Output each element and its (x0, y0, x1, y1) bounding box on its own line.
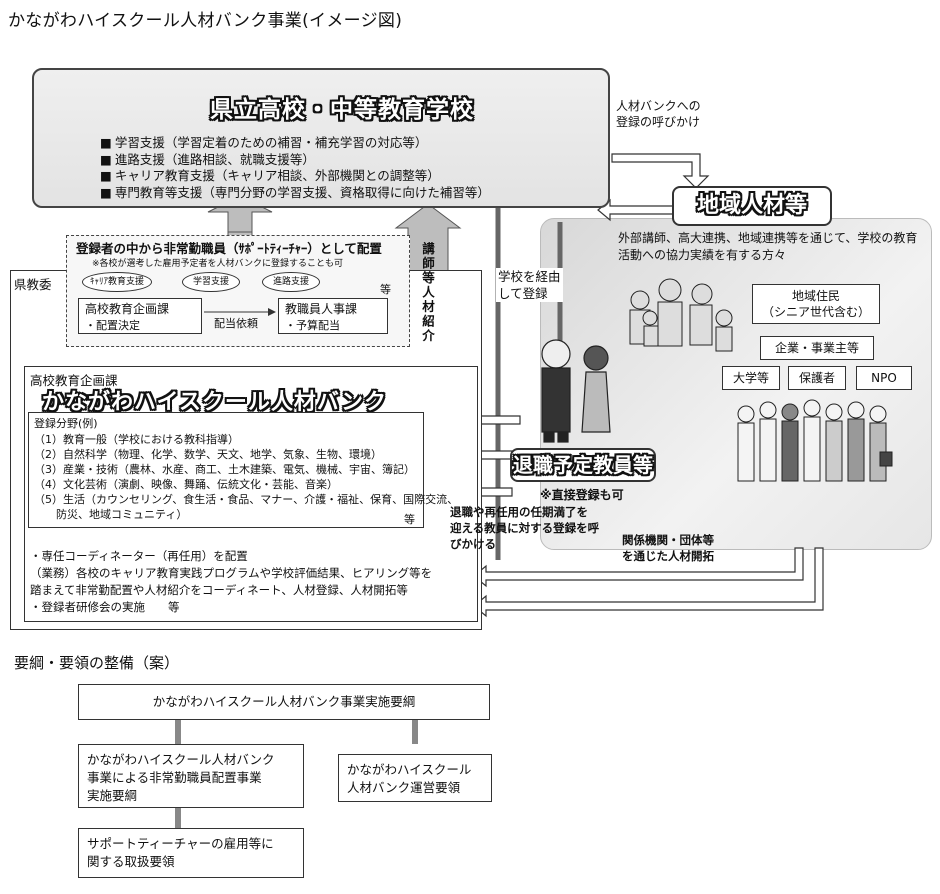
dept2-box: 教職員人事課 ・予算配当 (278, 298, 388, 334)
npo-tag: NPO (856, 366, 912, 390)
placement-heading: 登録者の中から非常勤職員（ｻﾎﾟｰﾄﾃｨｰﾁｬｰ）として配置 (76, 241, 382, 256)
budget-request-label: 配当依頼 (214, 317, 258, 330)
school-name: 県立高校・中等教育学校 (210, 97, 474, 123)
bank-note: ・登録者研修会の実施 等 (30, 600, 180, 614)
field-item: （4）文化芸術（演劇、映像、舞踊、伝統文化・芸能、音楽） (34, 478, 338, 491)
business-tag: 企業・事業主等 (760, 336, 874, 360)
senior-residents-icon (629, 278, 733, 352)
employment-guideline-box: サポートティーチャーの雇用等に 関する取扱要領 (78, 828, 304, 878)
guideline-line: 関する取扱要領 (87, 854, 175, 869)
organizations-note: 関係機関・団体等 を通じた人材開拓 (622, 532, 714, 564)
fields-list: （1）教育一般（学校における教科指導） （2）自然科学（物理、化学、数学、天文、… (34, 432, 458, 522)
support-item: 進路支援（進路相談、就職支援等） (100, 152, 490, 169)
bank-dept: 高校教育企画課 (30, 373, 118, 388)
retire-call-line: びかける (450, 537, 496, 551)
career-path-support-oval: 進路支援 (262, 272, 320, 292)
via-school-note: 学校を経由 して登録 (496, 268, 563, 302)
guideline-line: かながわハイスクール人材バンク (87, 752, 275, 767)
field-item: （1）教育一般（学校における教科指導） (34, 433, 239, 446)
field-item: （3）産業・技術（農林、水産、商工、土木建築、電気、機械、宇宙、簿記） (34, 463, 415, 476)
support-item: キャリア教育支援（キャリア相談、外部機関との調整等） (100, 168, 490, 185)
retiring-teachers-icon (541, 339, 611, 443)
residents-tag: 地域住民 （シニア世代含む） (752, 284, 880, 324)
guideline-line: 事業による非常勤職員配置事業 (87, 770, 262, 785)
residents-label: 地域住民 (791, 289, 840, 303)
support-item: 学習支援（学習定着のための補習・補充学習の対応等） (100, 135, 490, 152)
bank-note: ・専任コーディネーター（再任用）を配置 (30, 549, 248, 563)
dept2-name: 教職員人事課 (285, 302, 358, 316)
fields-box (28, 412, 424, 528)
callout-line: 人材バンクへの (616, 99, 701, 113)
region-description: 外部講師、高大連携、地域連携等を通じて、学校の教育活動への協力実績を有する方々 (618, 231, 918, 262)
bank-note: （業務）各校のキャリア教育実践プログラムや学校評価結果、ヒアリング等を (30, 566, 433, 580)
placement-note: ※各校が選考した雇用予定者を人材バンクに登録することも可 (92, 259, 343, 269)
direct-registration-note: ※直接登録も可 (540, 488, 624, 502)
dept1-box: 高校教育企画課 ・配置決定 (78, 298, 202, 334)
callout-line: 登録の呼びかけ (616, 115, 701, 129)
via-school-line: 学校を経由 (498, 269, 561, 284)
guideline-line: かながわハイスクール (347, 762, 472, 777)
region-label: 地域人材等 (672, 186, 832, 226)
guideline-line: サポートティーチャーの雇用等に (87, 836, 274, 851)
teacher-introduction-label: 講師等人材紹介 (420, 242, 435, 344)
organizations-line: 関係機関・団体等 (622, 533, 714, 547)
guideline-line: 実施要綱 (87, 788, 138, 803)
fields-heading: 登録分野(例) (34, 417, 98, 430)
operation-guideline-box: かながわハイスクール 人材バンク運営要領 (338, 754, 492, 802)
guardian-tag: 保護者 (788, 366, 846, 390)
guideline-line: 人材バンク運営要領 (347, 780, 461, 795)
prefectural-board-label: 県教委 (14, 277, 52, 292)
field-item: 防災、地域コミュニティ） (34, 508, 188, 521)
page-title: かながわハイスクール人材バンク事業(イメージ図) (8, 11, 403, 31)
retire-call-line: 迎える教員に対する登録を呼 (450, 521, 600, 535)
retiring-teachers-label: 退職予定教員等 (510, 448, 656, 482)
organizations-line: を通じた人材開拓 (622, 549, 714, 563)
workers-group-icon (737, 399, 893, 482)
career-support-oval: ｷｬﾘｱ教育支援 (82, 272, 152, 292)
guidelines-heading: 要綱・要領の整備（案） (14, 654, 180, 672)
placement-etc: 等 (380, 283, 391, 296)
support-item: 専門教育等支援（専門分野の学習支援、資格取得に向けた補習等） (100, 185, 490, 202)
support-list: 学習支援（学習定着のための補習・補充学習の対応等） 進路支援（進路相談、就職支援… (100, 135, 490, 201)
main-guideline-box: かながわハイスクール人材バンク事業実施要綱 (78, 684, 490, 720)
fields-etc: 等 (404, 513, 415, 526)
study-support-oval: 学習支援 (182, 272, 240, 292)
field-item: （2）自然科学（物理、化学、数学、天文、地学、気象、生物、環境） (34, 448, 382, 461)
placement-guideline-box: かながわハイスクール人材バンク 事業による非常勤職員配置事業 実施要綱 (78, 744, 304, 808)
dept2-task: ・予算配当 (285, 319, 340, 332)
field-item: （5）生活（カウンセリング、食生活・食品、マナー、介護・福祉、保育、国際交流、 (34, 493, 459, 506)
university-tag: 大学等 (722, 366, 780, 390)
retire-call-line: 退職や再任用の任期満了を (450, 505, 588, 519)
registration-call-note: 人材バンクへの 登録の呼びかけ (616, 98, 701, 130)
dept1-task: ・配置決定 (85, 319, 140, 332)
bank-notes: ・専任コーディネーター（再任用）を配置 （業務）各校のキャリア教育実践プログラム… (30, 548, 432, 616)
bank-name: かながわハイスクール人材バンク (42, 390, 388, 415)
via-school-line: して登録 (498, 286, 548, 301)
dept1-name: 高校教育企画課 (85, 302, 170, 316)
retire-call-note: 退職や再任用の任期満了を 迎える教員に対する登録を呼 びかける (450, 504, 599, 552)
residents-sub: （シニア世代含む） (761, 305, 870, 319)
bank-note: 踏まえて非常勤配置や人材紹介をコーディネート、人材登録、人材開拓等 (30, 583, 408, 597)
